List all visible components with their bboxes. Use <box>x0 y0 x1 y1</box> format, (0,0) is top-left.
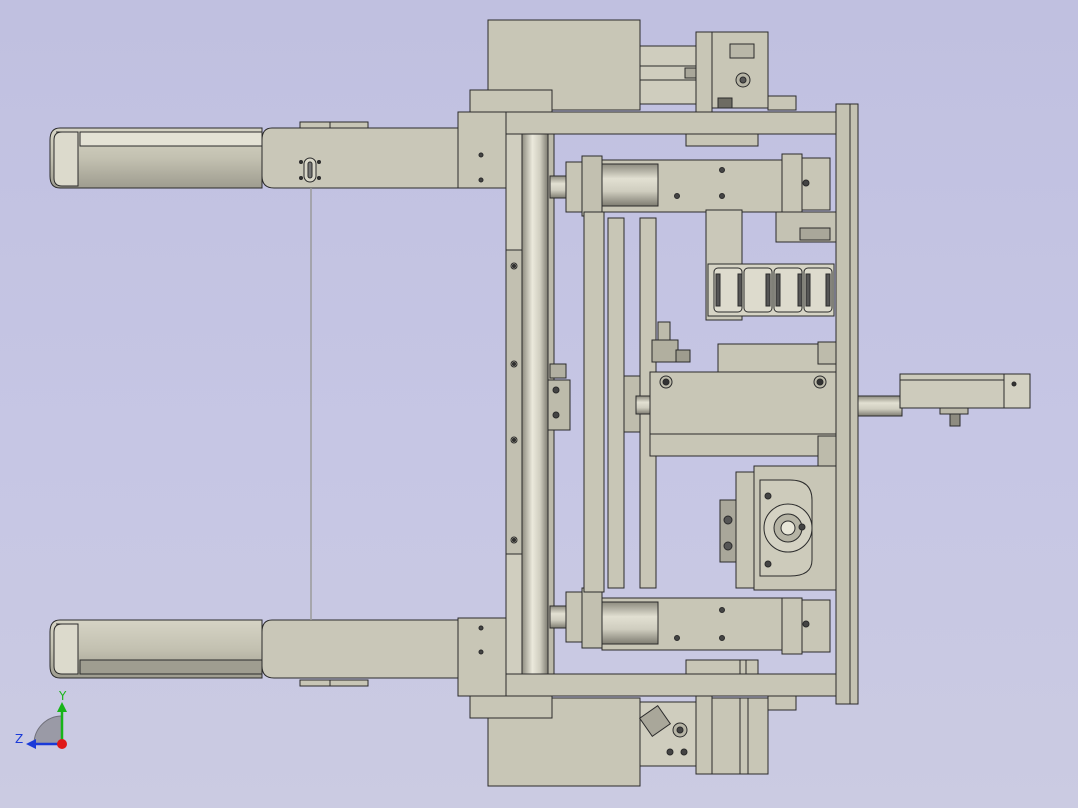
coordinate-triad[interactable]: Y Z <box>15 689 67 749</box>
triad-z-label: Z <box>15 732 23 746</box>
central-slide-block[interactable] <box>635 341 837 467</box>
cable-chain[interactable] <box>705 209 837 321</box>
bottom-actuator-block[interactable] <box>469 659 797 787</box>
triad-z-arrow <box>26 739 36 749</box>
rod-clamp[interactable] <box>547 363 571 431</box>
main-frame[interactable] <box>505 103 859 705</box>
lower-gripper-arm[interactable] <box>49 617 507 697</box>
triad-x-axis <box>57 739 67 749</box>
triad-y-arrow <box>57 702 67 712</box>
output-rod[interactable] <box>857 373 1031 427</box>
upper-gripper-arm[interactable] <box>49 111 507 189</box>
triad-y-label: Y <box>58 689 67 703</box>
lower-pneumatic-cylinder[interactable] <box>549 587 831 655</box>
bearing-block[interactable] <box>719 465 837 591</box>
air-fitting[interactable] <box>651 321 691 363</box>
vertical-guide-rod <box>521 133 549 675</box>
upper-pneumatic-cylinder[interactable] <box>549 153 831 217</box>
triad-arc <box>33 715 63 745</box>
